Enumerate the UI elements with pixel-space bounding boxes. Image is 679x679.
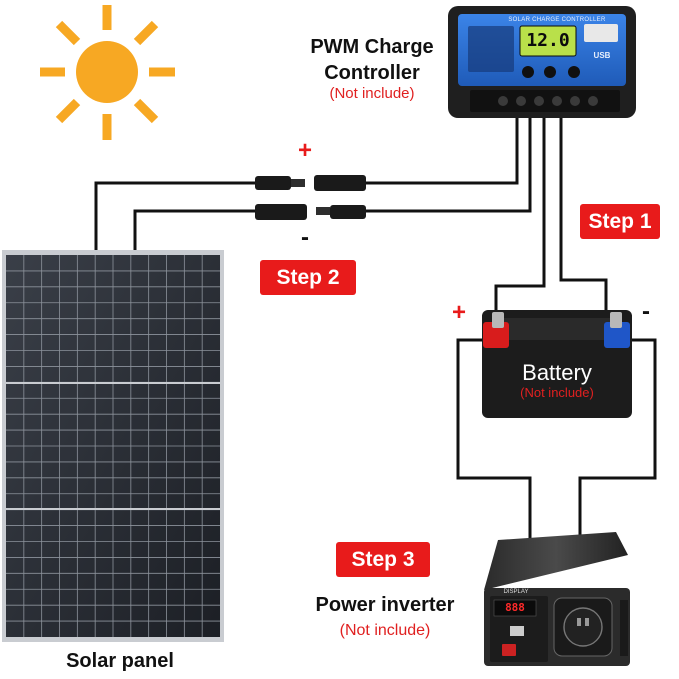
- inverter-display-value: 888: [505, 601, 525, 614]
- battery: [482, 310, 632, 418]
- mc4-connector-negative: [255, 204, 366, 220]
- controller-note: (Not include): [329, 85, 415, 102]
- step-1-badge: Step 1: [580, 204, 660, 239]
- controller-panel-text: SOLAR CHARGE CONTROLLER: [508, 17, 606, 23]
- solar-panel-label: Solar panel: [66, 650, 174, 672]
- connector-plus-sign: +: [298, 137, 313, 164]
- wires: [94, 118, 657, 540]
- solar-panel: [2, 250, 224, 642]
- step-2-badge: Step 2: [260, 260, 356, 295]
- battery-negative-terminal: [604, 322, 630, 348]
- battery-positive-terminal: [483, 322, 509, 348]
- controller-label: PWM Charge Controller: [286, 34, 458, 86]
- controller-label-line2: Controller: [324, 62, 420, 84]
- controller-label-line1: PWM Charge: [310, 36, 434, 58]
- controller-usb-label: USB: [593, 51, 611, 60]
- battery-note: (Not include): [520, 385, 594, 400]
- charge-controller: [448, 6, 636, 118]
- battery-plus-sign: +: [452, 299, 467, 326]
- inverter-display-title: DISPLAY: [503, 589, 529, 595]
- battery-label: Battery: [522, 360, 592, 385]
- step-3-badge: Step 3: [336, 542, 430, 577]
- inverter-note: (Not include): [339, 622, 431, 639]
- mc4-connector-positive: [255, 175, 366, 191]
- inverter-label: Power inverter: [315, 594, 455, 616]
- controller-display-value: 12.0: [526, 30, 570, 51]
- sun-icon: [40, 5, 175, 140]
- connector-minus-sign: -: [301, 224, 309, 251]
- battery-minus-sign: -: [642, 298, 650, 325]
- power-inverter: [484, 532, 630, 666]
